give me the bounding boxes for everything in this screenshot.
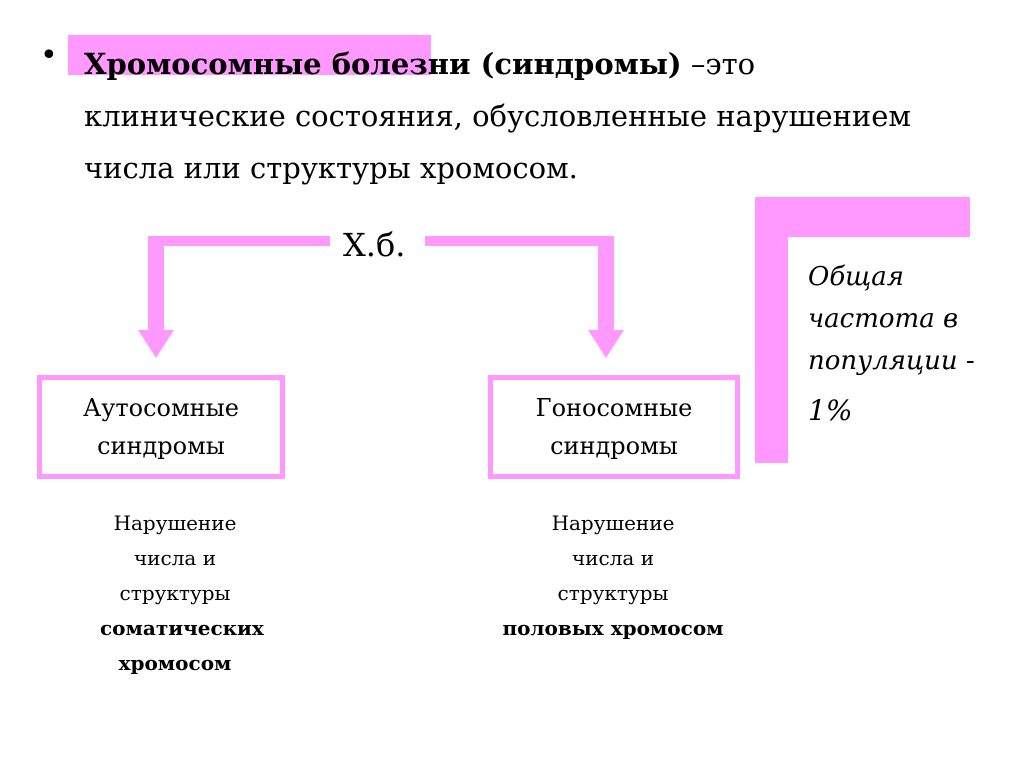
- title-highlight: [68, 35, 431, 75]
- gonosomal-box: Гоносомные синдромы: [488, 375, 740, 479]
- desc-bold: соматических хромосом: [100, 616, 264, 675]
- definition-body: –это клинические состояния, обусловленны…: [84, 47, 911, 185]
- desc-plain: Нарушение числа и структуры: [113, 511, 237, 605]
- gonosomal-label: Гоносомные синдромы: [535, 394, 693, 460]
- autosomal-box: Аутосомные синдромы: [37, 375, 285, 479]
- frequency-label: Общая частота в популяции -: [808, 262, 975, 376]
- desc-bold: половых хромосом: [502, 616, 724, 640]
- autosomal-label: Аутосомные синдромы: [83, 394, 239, 460]
- desc-plain: Нарушение числа и структуры: [551, 511, 675, 605]
- left-arrow: [138, 236, 330, 358]
- bullet: •: [40, 38, 58, 73]
- definition-text: Хромосомные болезни (синдромы) –это клин…: [84, 38, 914, 194]
- frequency-frame: [755, 197, 970, 463]
- right-arrow: [425, 236, 624, 358]
- definition-term: Хромосомные болезни (синдромы): [84, 47, 682, 81]
- gonosomal-description: Нарушение числа и структуры половых хромо…: [478, 506, 748, 646]
- frequency-value: 1%: [808, 394, 853, 427]
- center-label: Х.б.: [343, 226, 406, 264]
- autosomal-description: Нарушение числа и структуры соматических …: [40, 506, 310, 681]
